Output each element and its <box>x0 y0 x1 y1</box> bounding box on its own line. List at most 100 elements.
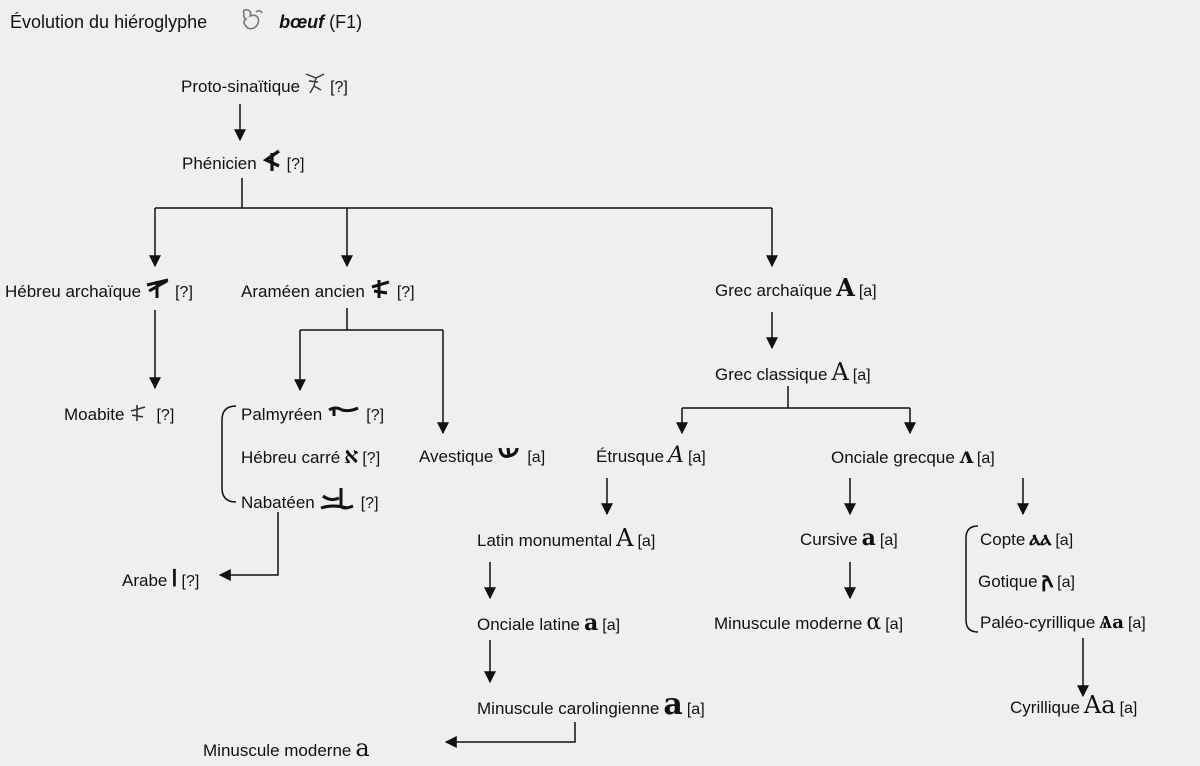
note-uncertain: [?] <box>362 450 381 467</box>
label: Cursive <box>800 530 858 549</box>
note-attested: [a] <box>1119 700 1138 717</box>
note-uncertain: [?] <box>181 573 200 590</box>
glyph: a <box>355 734 370 762</box>
glyph: A <box>668 443 684 468</box>
label: Hébreu archaïque <box>5 282 142 301</box>
node-hebreu-archaique: Hébreu archaïque [?] <box>5 277 193 305</box>
glyph: a <box>584 610 599 636</box>
note-attested: [a] <box>885 616 904 633</box>
palmyrene-aleph-icon <box>328 406 359 416</box>
note-uncertain: [?] <box>330 79 348 96</box>
node-palmyreen: Palmyréen [?] <box>241 402 384 428</box>
title-text: Évolution du hiéroglyphe <box>10 12 208 32</box>
label: Palmyréen <box>241 405 323 424</box>
bracket-slavic-scripts <box>965 525 979 633</box>
note-attested: [a] <box>686 701 705 718</box>
ox-head-hieroglyph-icon <box>242 9 263 30</box>
title-word: bœuf <box>279 12 325 32</box>
label: Avestique <box>419 447 494 466</box>
label: Arabe <box>122 571 168 590</box>
edge-carolingienne-minuscule <box>444 722 576 748</box>
label: Hébreu carré <box>241 448 341 467</box>
bracket-aramaic-scripts <box>221 405 237 503</box>
node-moabite: Moabite [?] <box>64 402 174 428</box>
label: Cyrillique <box>1010 698 1080 717</box>
note-attested: [a] <box>976 450 995 467</box>
glyph: A <box>616 524 634 552</box>
glyph: A <box>836 273 855 302</box>
label: Étrusque <box>596 447 665 466</box>
label: Minuscule moderne <box>714 614 863 633</box>
label: Paléo-cyrillique <box>980 613 1096 632</box>
glyph: Aa <box>1083 691 1116 719</box>
aramaic-aleph-icon <box>371 280 390 298</box>
label: Grec archaïque <box>715 281 833 300</box>
label: Araméen ancien <box>241 282 365 301</box>
paleo-hebrew-aleph-icon <box>146 278 169 298</box>
diagram-title: Évolution du hiéroglyphe bœuf (F1) <box>10 8 362 34</box>
node-nabateen: Nabatéen [?] <box>241 486 379 516</box>
edge-nabateen-arabe <box>218 512 279 581</box>
note-attested: [a] <box>1055 532 1074 549</box>
label: Grec classique <box>715 365 828 384</box>
note-attested: [a] <box>852 367 871 384</box>
node-arameen-ancien: Araméen ancien [?] <box>241 277 415 305</box>
title-code: (F1) <box>329 12 363 32</box>
note-attested: [a] <box>527 449 546 466</box>
note-attested: [a] <box>858 283 877 300</box>
phoenician-aleph-icon <box>262 149 280 171</box>
ox-head-icon <box>305 73 325 94</box>
label: Gotique <box>978 572 1038 591</box>
glyph: 𐌰 <box>1041 567 1054 593</box>
label: Copte <box>980 530 1026 549</box>
label: Moabite <box>64 405 125 424</box>
glyph: ا <box>171 566 178 592</box>
note-attested: [a] <box>687 449 706 466</box>
nabataean-aleph-icon <box>320 488 354 510</box>
moabite-aleph-icon <box>131 405 146 421</box>
note-uncertain: [?] <box>286 156 305 173</box>
glyph: α <box>866 610 882 635</box>
glyph: A <box>831 358 849 386</box>
node-phenicien: Phénicien [?] <box>182 149 304 177</box>
glyph: a <box>861 525 876 551</box>
glyph: ᴧ <box>958 443 973 469</box>
label: Phénicien <box>182 154 257 173</box>
label: Onciale grecque <box>831 448 955 467</box>
note-attested: [a] <box>602 617 621 634</box>
label: Minuscule carolingienne <box>477 699 660 718</box>
glyph: Ѧa <box>1099 612 1124 633</box>
avestan-a-icon <box>498 447 519 458</box>
note-uncertain: [?] <box>175 284 193 301</box>
glyph: a <box>663 687 683 722</box>
note-uncertain: [?] <box>366 407 385 424</box>
label: Onciale latine <box>477 615 581 634</box>
label: Latin monumental <box>477 531 613 550</box>
label: Minuscule moderne <box>203 741 352 760</box>
note-attested: [a] <box>637 533 656 550</box>
glyph: א <box>344 443 359 469</box>
note-uncertain: [?] <box>396 284 415 301</box>
note-attested: [a] <box>1057 574 1075 591</box>
note-uncertain: [?] <box>360 495 379 512</box>
node-avestique: Avestique [a] <box>419 444 545 470</box>
label: Nabatéen <box>241 493 315 512</box>
note-uncertain: [?] <box>156 407 175 424</box>
label: Proto-sinaïtique <box>181 77 301 96</box>
